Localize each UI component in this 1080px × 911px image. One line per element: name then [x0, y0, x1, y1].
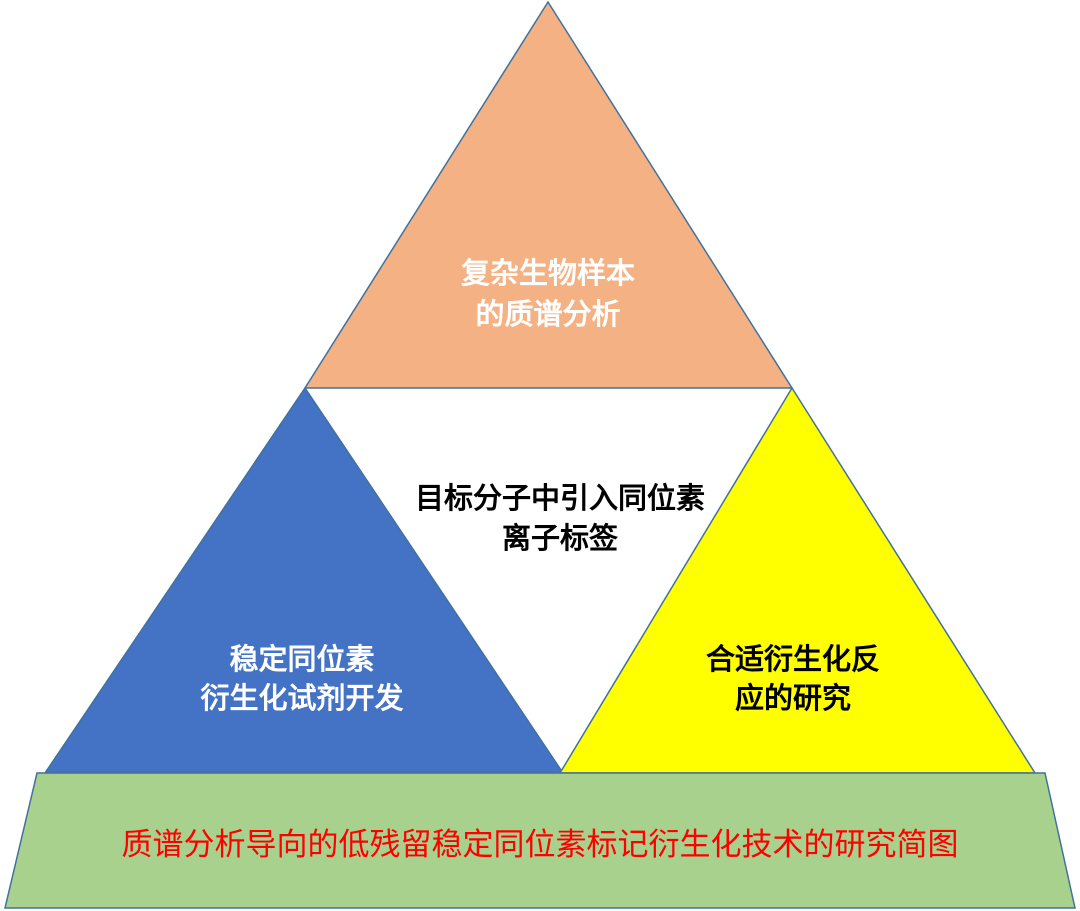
top-label-line1: 复杂生物样本: [461, 256, 635, 290]
left-triangle: [43, 386, 565, 774]
right-triangle: [558, 386, 1037, 774]
center-label-line2: 离子标签: [502, 521, 618, 555]
center-label-line1: 目标分子中引入同位素: [415, 481, 705, 515]
left-label-line1: 稳定同位素: [229, 642, 374, 676]
right-label-line1: 合适衍生化反: [706, 643, 880, 676]
base-caption: 质谱分析导向的低残留稳定同位素标记衍生化技术的研究简图: [122, 827, 959, 862]
top-triangle: [303, 0, 794, 389]
base-trapezoid: [4, 772, 1076, 909]
top-label-line2: 的质谱分析: [475, 297, 620, 331]
left-label-line2: 衍生化试剂开发: [200, 682, 403, 715]
right-label-line2: 应的研究: [735, 681, 851, 715]
